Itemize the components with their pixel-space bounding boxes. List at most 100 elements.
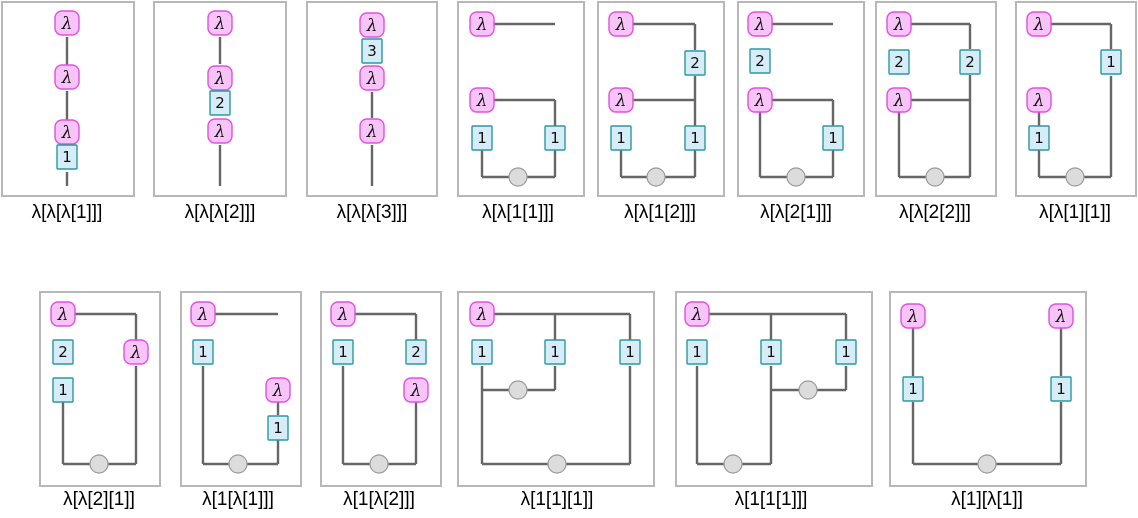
lambda-box: λ [608,87,634,113]
index-box-shape [192,339,214,365]
index-label: 2 [58,343,68,361]
diagram-caption: λ[λ[1][1]] [1039,202,1111,223]
diagram-caption: λ[λ[λ[2]]] [185,202,256,223]
lambda-box: λ [207,10,233,36]
application-node [508,380,528,400]
lambda-label: λ [615,91,627,111]
variable-index-box: 2 [684,50,706,76]
index-box-shape [56,144,78,170]
index-box-shape [684,50,706,76]
lambda-label: λ [337,305,349,325]
lambda-box-shape [54,64,80,90]
lambda-label: λ [1055,307,1067,327]
diagram-caption: λ[1[λ[2]]] [343,489,415,510]
index-box-shape [471,339,493,365]
variable-index-box: 1 [686,339,708,365]
index-box-shape [686,339,708,365]
lambda-box-shape [359,12,385,38]
variable-index-box: 1 [52,377,74,403]
lambda-box: λ [123,339,149,365]
lambda-box-shape [403,377,429,403]
lambda-box-shape [359,65,385,91]
index-box-shape [749,48,771,74]
lambda-box: λ [359,118,385,144]
lambda-label: λ [1033,15,1045,35]
index-label: 1 [273,419,283,437]
variable-index-box: 1 [610,125,632,151]
application-node [977,454,997,474]
variable-index-box: 1 [835,339,857,365]
diagram-5: λ 2 λ 1 1 λ[λ[1[2]]] [597,1,725,223]
index-box-shape [1028,125,1050,151]
lambda-label: λ [272,381,284,401]
variable-index-box: 2 [749,48,771,74]
variable-index-box: 1 [822,125,844,151]
diagram-caption: λ[λ[λ[3]]] [337,202,408,223]
index-box-shape [959,49,981,75]
lambda-box: λ [265,377,291,403]
index-label: 2 [894,53,904,71]
lambda-label: λ [61,68,73,88]
lambda-box-shape [469,87,495,113]
index-label: 1 [477,129,487,147]
application-node [369,454,389,474]
lambda-label: λ [366,16,378,36]
lambda-box: λ [403,377,429,403]
lambda-label: λ [615,15,627,35]
lambda-box: λ [54,10,80,36]
variable-index-box: 1 [192,339,214,365]
diagram-caption: λ[1[1[1]]] [735,489,808,510]
lambda-box-shape [1048,303,1074,329]
lambda-label: λ [410,381,422,401]
index-box-shape [888,49,910,75]
variable-index-box: 1 [684,125,706,151]
lambda-box-shape [359,118,385,144]
index-label: 2 [965,53,975,71]
index-label: 1 [550,343,560,361]
lambda-box: λ [900,303,926,329]
lambda-label: λ [476,15,488,35]
application-node [89,454,109,474]
variable-index-box: 2 [959,49,981,75]
index-label: 2 [690,54,700,72]
index-label: 1 [198,343,208,361]
lambda-box: λ [1026,11,1052,37]
lambda-box: λ [359,65,385,91]
index-box-shape [1050,376,1072,402]
index-label: 1 [58,381,68,399]
lambda-box: λ [207,65,233,91]
diagram-caption: λ[λ[2[2]]] [899,202,971,223]
lambda-box: λ [747,11,773,37]
lambda-box-shape [330,301,356,327]
lambda-box-shape [900,303,926,329]
variable-index-box: 1 [267,415,289,441]
variable-index-box: 1 [1028,125,1050,151]
variable-index-box: 1 [471,339,493,365]
lambda-label: λ [907,307,919,327]
index-box-shape [405,339,427,365]
lambda-label: λ [57,305,69,325]
lambda-label: λ [214,69,226,89]
diagram-caption: λ[λ[1[1]]] [482,202,554,223]
lambda-box-shape [123,339,149,365]
index-box-shape [684,125,706,151]
index-box-shape [209,90,231,116]
diagram-caption: λ[λ[1[2]]] [624,202,696,223]
lambda-box-shape [190,301,216,327]
diagram-caption: λ[λ[2[1]]] [760,202,832,223]
lambda-box-shape [747,87,773,113]
index-label: 1 [625,343,635,361]
lambda-label: λ [197,305,209,325]
lambda-box: λ [469,301,495,327]
lambda-box-shape [207,10,233,36]
lambda-box: λ [684,301,710,327]
lambda-label: λ [1033,91,1045,111]
lambda-box-shape [469,301,495,327]
